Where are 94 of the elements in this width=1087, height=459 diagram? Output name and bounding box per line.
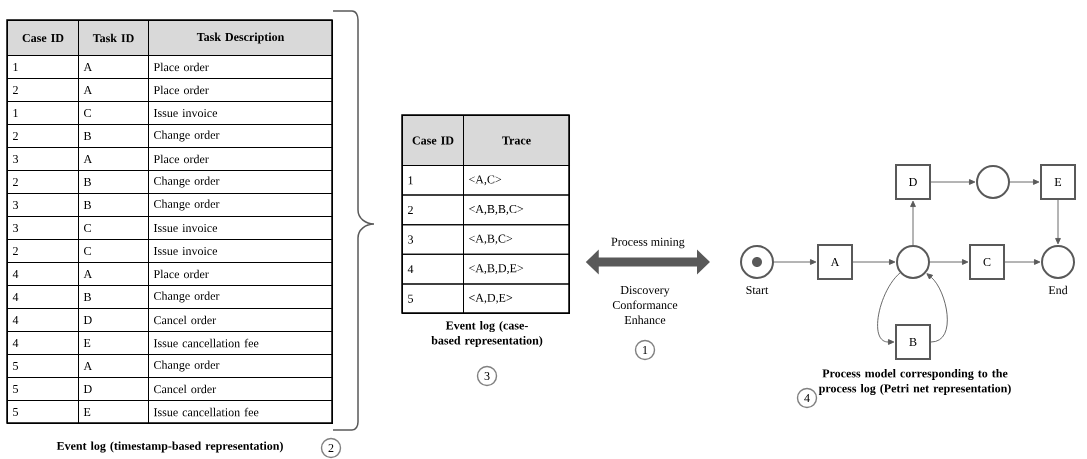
table-cell: 3 [7, 216, 79, 240]
table-cell: Issue cancellation fee [148, 331, 333, 355]
table-cell: Place order [148, 262, 333, 286]
table-cell: <A,C> [463, 165, 570, 196]
table-cell: 5 [7, 354, 79, 378]
table-cell: Change order [148, 193, 333, 217]
transition-box: E [1040, 164, 1076, 200]
arrow [926, 273, 948, 343]
node-label: Event log (case-based representation) [431, 321, 543, 347]
table-cell: E [78, 400, 149, 424]
table-cell: 1 [402, 165, 464, 196]
arrow [1009, 179, 1040, 185]
arrow [929, 259, 969, 265]
table-cell: Change order [148, 124, 333, 148]
table-cell: A [78, 78, 149, 102]
table-cell: <A,B,D,E> [463, 253, 570, 285]
table-cell: Cancel order [148, 377, 333, 401]
transition-box: D [895, 164, 931, 200]
table-cell: 5 [7, 377, 79, 401]
arrow [773, 259, 817, 265]
table-cell: B [78, 124, 149, 148]
method-list: Discovery Conformance Enhance [612, 285, 678, 325]
table-cell: 1 [7, 55, 79, 79]
place-circle [976, 165, 1010, 199]
table-cell: Change order [148, 285, 333, 309]
node-label: End [1048, 285, 1068, 295]
node-label: Event log (timestamp-based representation) [56, 441, 283, 453]
header-cell: Case ID [402, 115, 464, 166]
table [6, 19, 333, 424]
header-cell: Task ID [78, 20, 149, 56]
table-cell: 3 [7, 147, 79, 171]
table-cell: 4 [7, 285, 79, 309]
table-cell: B [78, 170, 149, 194]
table-cell: 4 [7, 308, 79, 332]
arrow [910, 200, 916, 246]
table-cell: 4 [7, 262, 79, 286]
table-cell: Place order [148, 78, 333, 102]
header-cell: Trace [463, 115, 570, 166]
table-cell: 5 [402, 283, 464, 314]
arrow [1055, 199, 1061, 245]
table-cell: 5 [7, 400, 79, 424]
table-cell: 3 [7, 193, 79, 217]
table-cell: <A,B,B,C> [463, 194, 570, 226]
arrow [930, 179, 976, 185]
table-cell: 2 [402, 194, 464, 226]
table-cell: Issue cancellation fee [148, 400, 333, 424]
table-cell: C [78, 239, 149, 263]
transition-box: C [969, 244, 1005, 280]
table-cell: D [78, 377, 149, 401]
table-cell: 4 [402, 253, 464, 285]
place-circle [1041, 245, 1075, 279]
table-cell: C [78, 101, 149, 125]
table-cell: D [78, 308, 149, 332]
table-cell: 2 [7, 124, 79, 148]
table-cell: B [78, 285, 149, 309]
table-cell: A [78, 354, 149, 378]
node-label: Start [746, 285, 769, 295]
table-cell: 4 [7, 331, 79, 355]
table-cell: 2 [7, 170, 79, 194]
table-cell: A [78, 262, 149, 286]
table-cell: 3 [402, 224, 464, 255]
place-circle [896, 245, 930, 279]
start-place [740, 245, 774, 279]
table-cell: Issue invoice [148, 239, 333, 263]
table-cell: <A,B,C> [463, 224, 570, 255]
transition-box: A [817, 244, 853, 280]
table-cell: Change order [148, 354, 333, 378]
arrow [1004, 259, 1041, 265]
table-cell: E [78, 331, 149, 355]
table-cell: C [78, 216, 149, 240]
edge-label: Process mining [611, 237, 685, 249]
header-cell: Case ID [7, 20, 79, 56]
table-cell: A [78, 55, 149, 79]
callout-number: 2 [320, 437, 342, 459]
table-cell: <A,D,E> [463, 283, 570, 314]
table-cell: Cancel order [148, 308, 333, 332]
table-cell: 1 [7, 101, 79, 125]
table-cell: 2 [7, 78, 79, 102]
table-cell: Issue invoice [148, 101, 333, 125]
table-cell: 2 [7, 239, 79, 263]
callout-number: 4 [796, 387, 818, 409]
arrow [877, 272, 901, 345]
table-cell: Place order [148, 55, 333, 79]
callout-number: 3 [476, 365, 498, 387]
callout-number: 1 [634, 339, 656, 361]
table-cell: Change order [148, 170, 333, 194]
transition-box: B [895, 324, 931, 360]
table [401, 114, 570, 314]
table-cell: Place order [148, 147, 333, 171]
table-cell: B [78, 193, 149, 217]
table-cell: A [78, 147, 149, 171]
caption: Process model corresponding to the process log (Petri net representation) [818, 369, 1011, 395]
table-cell: Issue invoice [148, 216, 333, 240]
arrow [852, 259, 896, 265]
